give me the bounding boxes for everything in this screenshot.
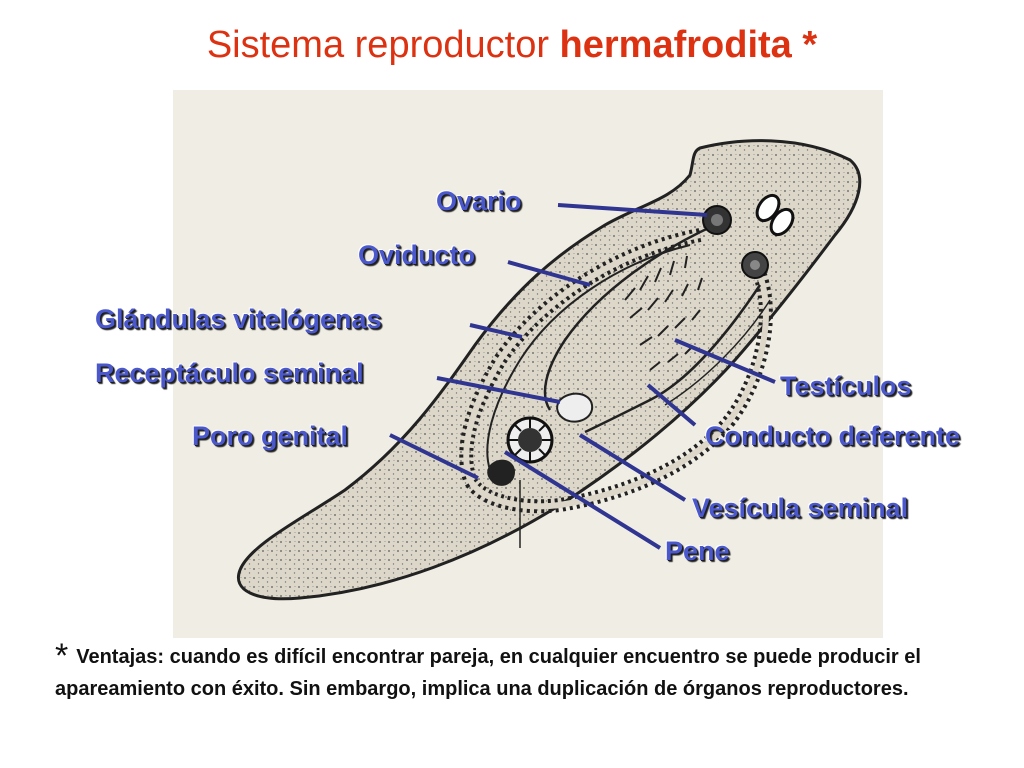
label-ovario: Ovario bbox=[436, 186, 522, 216]
seminal-receptacle bbox=[556, 392, 594, 423]
pointer-conducto bbox=[646, 383, 697, 427]
pointer-ovario bbox=[557, 203, 708, 217]
pointer-testiculos bbox=[674, 338, 776, 384]
label-poro-genital: Poro genital bbox=[192, 421, 349, 451]
testes bbox=[624, 255, 703, 371]
genital-atrium bbox=[487, 459, 515, 486]
pointer-glandulas bbox=[469, 323, 523, 339]
footnote-asterisk: * bbox=[55, 637, 69, 675]
oviduct bbox=[543, 223, 716, 411]
label-glandulas-vitelogenas: Glándulas vitelógenas bbox=[95, 304, 382, 334]
label-receptaculo-seminal: Receptáculo seminal bbox=[95, 358, 364, 388]
pointer-vesicula bbox=[578, 433, 687, 502]
label-conducto-deferente: Conducto deferente bbox=[705, 421, 961, 451]
pointer-receptaculo bbox=[436, 376, 561, 404]
pointer-poro bbox=[389, 433, 479, 480]
label-vesicula-seminal: Vesícula seminal bbox=[692, 493, 909, 523]
pointer-lines bbox=[389, 203, 776, 550]
pointer-oviducto bbox=[507, 260, 591, 287]
label-testiculos: Testículos bbox=[780, 371, 912, 401]
label-pene: Pene bbox=[665, 536, 730, 566]
slide-title: Sistema reproductor hermafrodita * bbox=[0, 24, 1024, 67]
title-regular: Sistema reproductor bbox=[206, 24, 560, 66]
title-bold: hermafrodita * bbox=[559, 24, 818, 66]
pointer-pene bbox=[503, 450, 662, 550]
footnote-text: Ventajas: cuando es difícil encontrar pa… bbox=[55, 646, 921, 700]
label-oviducto: Oviducto bbox=[358, 240, 476, 270]
eyespot-right bbox=[769, 207, 795, 237]
eyespot-left bbox=[755, 193, 781, 223]
footnote: *Ventajas: cuando es difícil encontrar p… bbox=[55, 637, 985, 705]
